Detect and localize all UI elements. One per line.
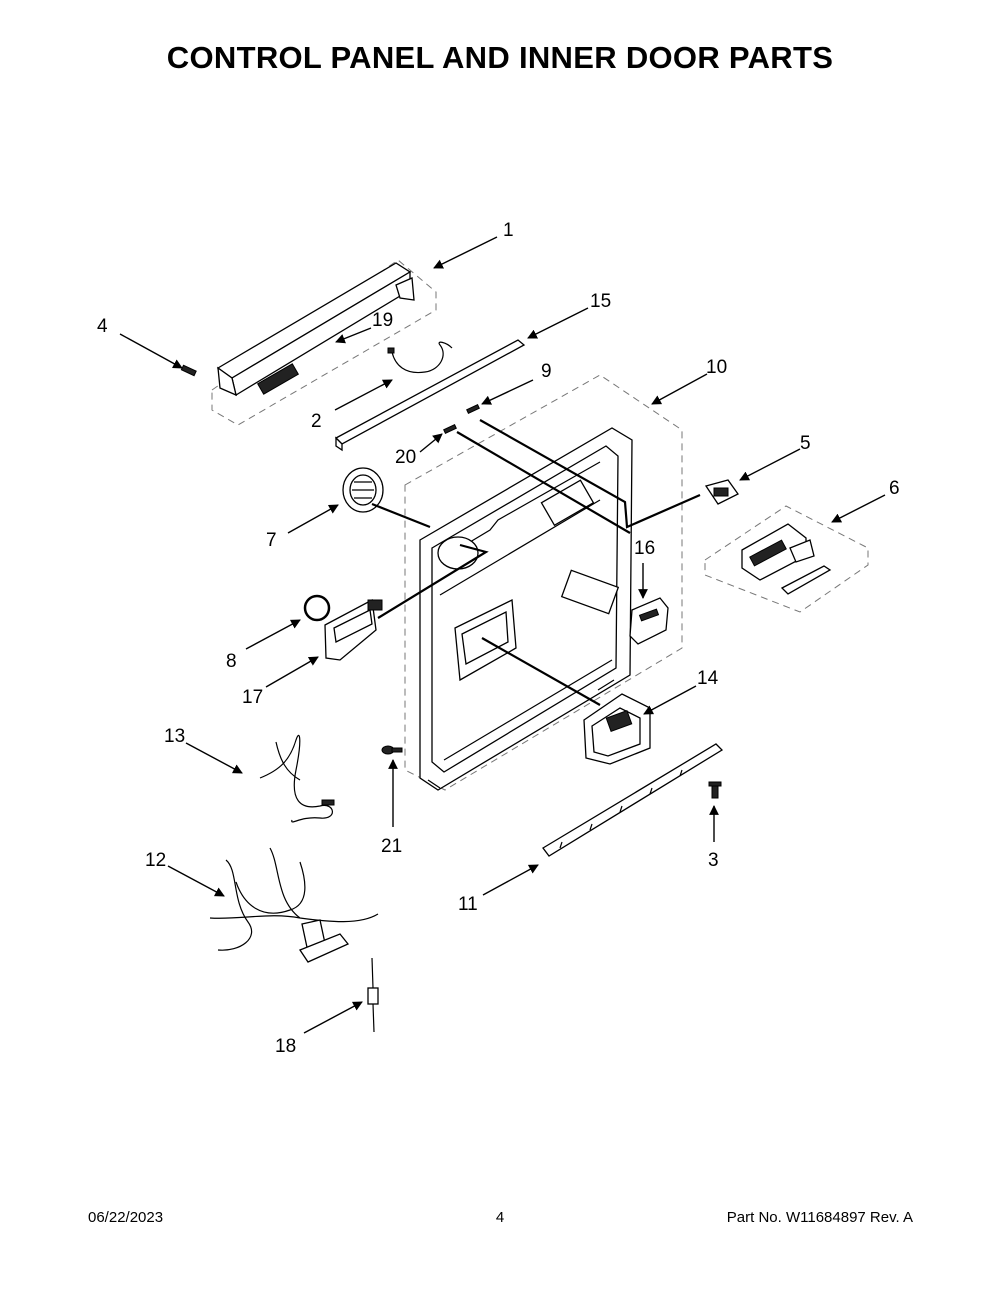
callout-21: 21: [381, 836, 402, 857]
wire-harness-part-13: [259, 734, 335, 823]
page-title: CONTROL PANEL AND INNER DOOR PARTS: [166, 40, 834, 75]
dispenser-part-14: [583, 693, 651, 765]
seal-ring-part-8: [303, 594, 331, 622]
bottom-strip-part-11: [542, 743, 724, 857]
main-harness-part-12: [209, 847, 379, 963]
callout-17: 17: [242, 687, 263, 708]
callout-20: 20: [395, 447, 416, 468]
callout-7: 7: [266, 530, 277, 551]
callout-13: 13: [164, 726, 185, 747]
callout-2: 2: [311, 411, 322, 432]
screw-part-3: [708, 781, 722, 799]
switch-part-5: [704, 479, 739, 505]
footer-page-number: 4: [495, 1209, 505, 1226]
callout-5: 5: [800, 433, 811, 454]
callout-16: 16: [634, 538, 655, 559]
callout-18: 18: [275, 1036, 296, 1057]
screw-part-20: [443, 423, 457, 435]
callout-12: 12: [145, 850, 166, 871]
callout-19: 19: [372, 310, 393, 331]
callout-15: 15: [590, 291, 611, 312]
vent-part-7: [342, 467, 384, 513]
bracket-part-16: [629, 597, 669, 645]
callout-11: 11: [458, 894, 478, 915]
fuse-part-18: [367, 957, 379, 1033]
vent-housing-part-17: [324, 598, 383, 661]
footer-part-number: Part No. W11684897 Rev. A: [726, 1209, 913, 1226]
callout-14: 14: [697, 668, 719, 689]
assembly-leader-lines: [371, 419, 701, 706]
inner-door-part: [404, 374, 683, 791]
control-board-part: [704, 505, 869, 613]
callout-6: 6: [889, 478, 900, 499]
callout-labels: 1 2 3 4 5 6 7 8 9 10 11 12 13 14 15 16 1…: [97, 220, 900, 1057]
screw-part-4: [180, 364, 197, 377]
callout-4: 4: [97, 316, 108, 337]
callout-3: 3: [708, 850, 719, 871]
callout-8: 8: [226, 651, 237, 672]
callout-arrows: [119, 236, 886, 1034]
control-console-part: [211, 259, 437, 426]
gasket-strip-part-15: [334, 339, 526, 452]
screw-part-9: [466, 403, 480, 415]
screw-part-21: [381, 745, 403, 755]
callout-1: 1: [503, 220, 514, 241]
wire-part-2: [387, 341, 453, 374]
callout-9: 9: [541, 361, 552, 382]
callout-10: 10: [706, 357, 727, 378]
footer-date: 06/22/2023: [88, 1209, 164, 1226]
